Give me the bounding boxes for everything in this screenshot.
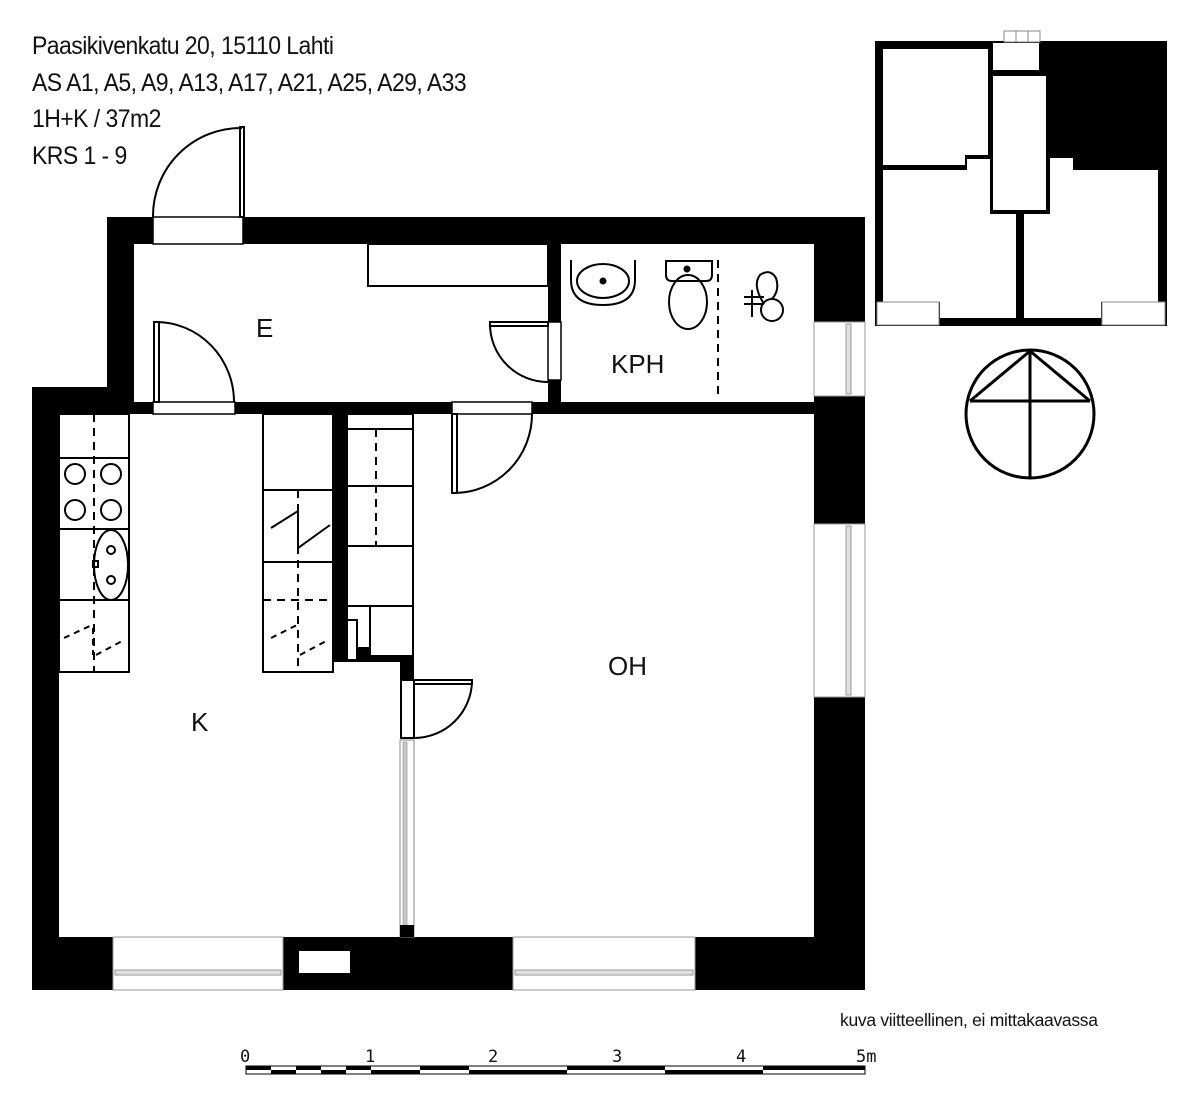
kitchen-counter: [58, 413, 130, 673]
scale-label-4: 4: [736, 1047, 746, 1067]
apartments-text: AS A1, A5, A9, A13, A17, A21, A25, A29, …: [32, 68, 467, 97]
living-room-door[interactable]: [451, 413, 533, 494]
type-area-text: 1H+K / 37m2: [32, 105, 161, 133]
entrance-closet: [367, 243, 549, 287]
scale-label-5: 5m: [856, 1047, 876, 1067]
vent-opening: [299, 951, 350, 973]
scale-label-0: 0: [240, 1047, 250, 1067]
wardrobe-door[interactable]: [400, 679, 473, 739]
internal-walls: [134, 244, 814, 680]
room-label-kitchen: K: [191, 707, 209, 737]
scale-bar: 0 1 2 3 4 5m: [240, 1047, 876, 1075]
entrance-door[interactable]: [151, 126, 245, 218]
toilet-icon: [665, 260, 713, 330]
address-text: Paasikivenkatu 20, 15110 Lahti: [32, 32, 334, 60]
plan-header: Paasikivenkatu 20, 15110 Lahti AS A1, A5…: [32, 28, 467, 174]
scale-label-1: 1: [365, 1047, 375, 1067]
linen-cabinet: [346, 413, 414, 661]
stove-icon: [64, 463, 122, 521]
building-key-plan: [875, 30, 1167, 326]
bathroom-fixtures: [570, 260, 784, 400]
bathroom-door[interactable]: [489, 321, 549, 383]
washbasin-icon: [570, 260, 636, 307]
room-label-bathroom: KPH: [611, 349, 664, 379]
shower-icon: [744, 271, 784, 322]
room-label-entrance: E: [256, 313, 273, 343]
sliding-partition[interactable]: [399, 739, 415, 938]
windows: [112, 321, 866, 991]
kitchen-sink-icon: [92, 529, 129, 601]
north-arrow-icon: [964, 348, 1096, 480]
room-label-living-room: OH: [608, 651, 647, 681]
wardrobe-units: [262, 413, 334, 673]
disclaimer-note: kuva viitteellinen, ei mittakaavassa: [840, 1010, 1098, 1030]
floors-text: KRS 1 - 9: [32, 141, 127, 170]
scale-label-3: 3: [612, 1047, 622, 1067]
kitchen-door[interactable]: [153, 321, 235, 403]
scale-label-2: 2: [488, 1047, 498, 1067]
